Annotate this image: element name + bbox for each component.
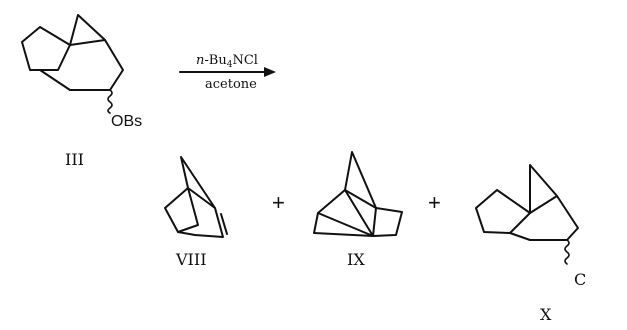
- reactant-label: III: [65, 150, 84, 169]
- reactant-III-structure: [21, 14, 124, 114]
- product-X-label: X: [540, 305, 552, 324]
- plus-sign-1: +: [272, 190, 285, 215]
- product-IX-structure: [313, 151, 403, 237]
- plus-sign-2: +: [428, 190, 441, 215]
- product-IX-label: IX: [347, 250, 365, 269]
- reactant-substituent: OBs: [111, 113, 142, 130]
- reagent-label: n-Bu4NCl: [196, 53, 258, 70]
- solvent-label: acetone: [205, 77, 257, 92]
- product-VIII-structure: [164, 156, 228, 238]
- product-VIII-label: VIII: [175, 250, 207, 269]
- reaction-arrow: [179, 67, 276, 77]
- product-X-substituent: C: [574, 270, 586, 289]
- product-X-structure: [475, 164, 579, 265]
